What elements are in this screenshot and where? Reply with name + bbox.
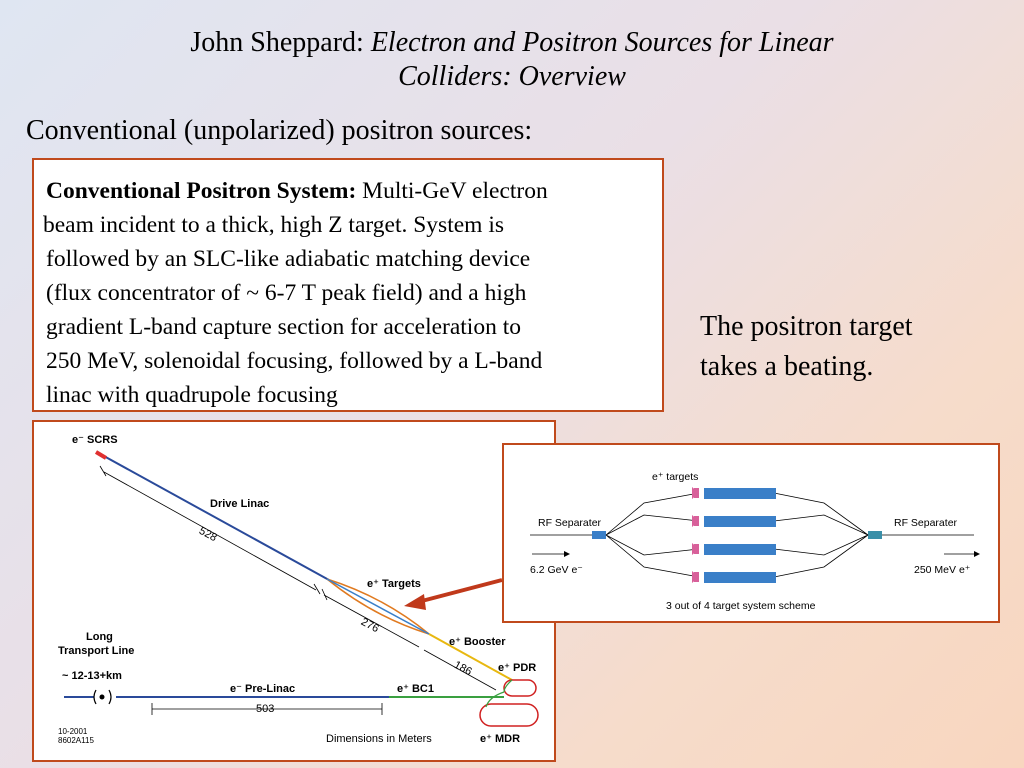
slide-title: John Sheppard: Electron and Positron Sou… (0, 26, 1024, 94)
label-rf-left: RF Separater (538, 517, 602, 529)
description-line1: Conventional Positron System: Multi-GeV … (46, 174, 654, 208)
description-line4: (flux concentrator of ~ 6-7 T peak field… (46, 280, 527, 306)
label-date-code-1: 10-2001 (58, 727, 88, 736)
target-row-3 (692, 543, 776, 555)
break-dot (99, 694, 105, 700)
label-long-transport-2: Transport Line (58, 645, 134, 657)
label-scrs: e⁻ SCRS (72, 434, 118, 446)
right-branch-lines (773, 492, 869, 578)
dim-276-line (323, 594, 420, 648)
description-box: Conventional Positron System: Multi-GeV … (32, 158, 664, 412)
dim-528-tick-a (99, 465, 107, 477)
side-note-line2: takes a beating. (700, 351, 874, 382)
label-dim-503: 503 (256, 703, 274, 715)
rf-separator-right-block (868, 531, 882, 539)
label-long-transport-1: Long (86, 631, 113, 643)
ring-connector (485, 679, 513, 708)
label-bc1: e⁺ BC1 (397, 683, 434, 695)
label-pre-linac: e⁻ Pre-Linac (230, 683, 295, 695)
mdr-ring (479, 703, 539, 727)
slide-subtitle: Conventional (unpolarized) positron sour… (26, 115, 533, 146)
title-author: John Sheppard: (190, 27, 371, 58)
description-line3: followed by an SLC-like adiabatic matchi… (46, 246, 531, 272)
layout-diagram-panel: e⁻ SCRS Drive Linac 528 e⁺ Targets 276 e… (32, 420, 556, 762)
description-line7: linac with quadrupole focusing (46, 382, 338, 408)
label-dimensions-note: Dimensions in Meters (326, 733, 432, 745)
label-date-code-2: 8602A115 (58, 736, 94, 745)
arrow-out-head (974, 551, 980, 557)
label-pdr: e⁺ PDR (498, 662, 536, 674)
title-italic-line1: Electron and Positron Sources for Linear (370, 27, 834, 58)
description-line2: beam incident to a thick, high Z target.… (43, 212, 504, 238)
target-scheme-diagram: e⁺ targets RF Separater RF Separater 6.2… (530, 471, 980, 612)
dim-186-line (423, 649, 497, 691)
target-row-1 (692, 487, 776, 499)
label-distance: ~ 12-13+km (62, 670, 122, 682)
pdr-ring (503, 679, 537, 697)
dim-528-line (103, 471, 317, 591)
dim-276-tick (321, 588, 328, 601)
title-italic-line2: Colliders: Overview (398, 61, 626, 92)
label-dim-528: 528 (197, 525, 219, 544)
targets-center-line (326, 578, 430, 635)
label-rf-right: RF Separater (894, 517, 958, 529)
label-booster: e⁺ Booster (449, 636, 506, 648)
target-scheme-panel: e⁺ targets RF Separater RF Separater 6.2… (502, 443, 1000, 623)
dim-528-tick-b (313, 583, 321, 595)
drive-linac-line (101, 454, 330, 581)
description-line6: 250 MeV, solenoidal focusing, followed b… (46, 348, 543, 374)
booster-line (428, 633, 513, 681)
side-note: The positron target takes a beating. (700, 307, 913, 387)
target-row-4 (692, 571, 776, 583)
label-caption: 3 out of 4 target system scheme (666, 600, 816, 612)
label-targets: e⁺ Targets (367, 578, 421, 590)
side-note-line1: The positron target (700, 311, 913, 342)
label-drive-linac: Drive Linac (210, 498, 269, 510)
layout-diagram: e⁻ SCRS Drive Linac 528 e⁺ Targets 276 e… (58, 434, 539, 745)
rf-separator-left-block (592, 531, 606, 539)
label-dim-186: 186 (452, 659, 474, 678)
target-row-2 (692, 515, 776, 527)
label-energy-out: 250 MeV e⁺ (914, 564, 970, 576)
label-targets: e⁺ targets (652, 471, 698, 483)
break-symbol (93, 689, 112, 705)
description-line5: gradient L-band capture section for acce… (46, 314, 521, 340)
left-branch-lines (605, 492, 700, 578)
label-energy-in: 6.2 GeV e⁻ (530, 564, 583, 576)
scrs-marker (94, 450, 108, 460)
arrow-in-head (564, 551, 570, 557)
label-dim-276: 276 (359, 616, 381, 635)
label-mdr: e⁺ MDR (480, 733, 520, 745)
description-heading: Conventional Positron System: (46, 178, 357, 204)
description-line1-rest: Multi-GeV electron (356, 178, 548, 204)
